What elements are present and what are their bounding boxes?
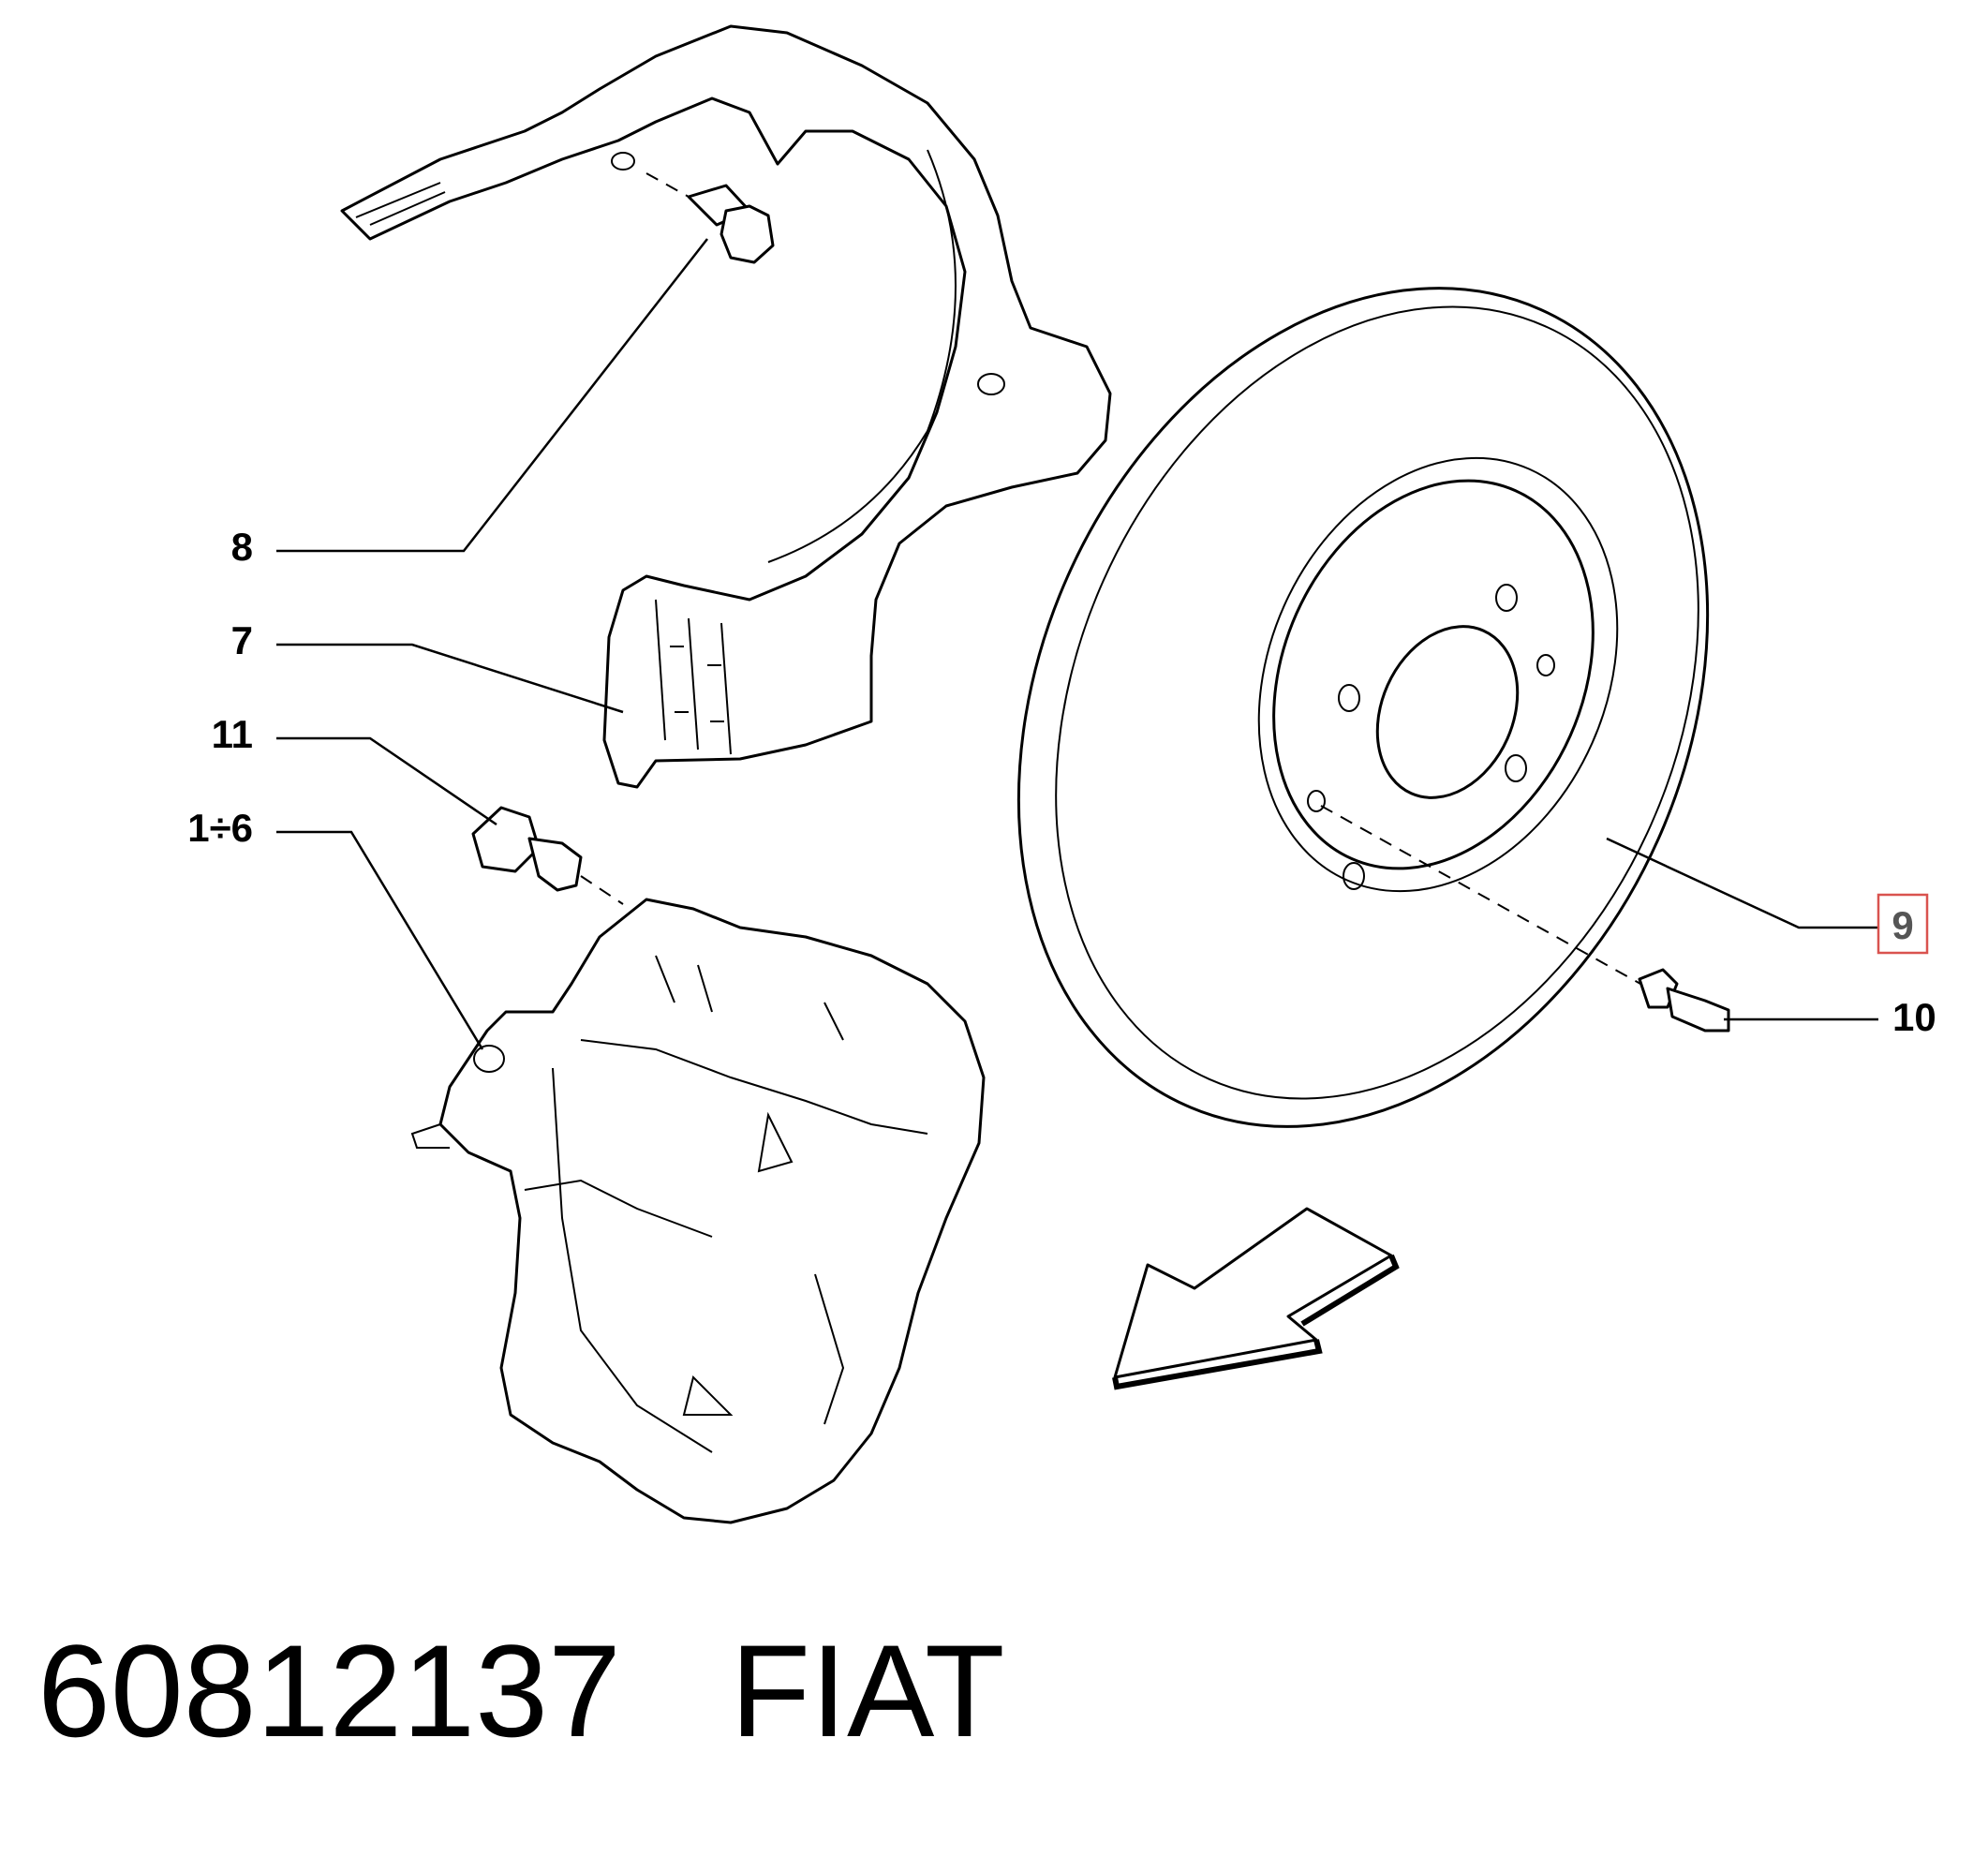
caption-spacer — [621, 1617, 731, 1764]
callout-labels: 8 7 11 1÷6 9 10 — [187, 525, 1936, 1039]
callout-9-highlight-box — [1877, 893, 1929, 955]
leader-8 — [276, 238, 708, 553]
callout-1-6: 1÷6 — [187, 806, 253, 850]
leader-9 — [1606, 837, 1878, 929]
leader-1-6 — [276, 830, 484, 1050]
wheel-stud — [1638, 968, 1730, 1032]
callout-9: 9 — [1892, 903, 1913, 947]
brand-name: FIAT — [730, 1617, 1005, 1764]
leader-7 — [276, 643, 624, 714]
callout-7: 7 — [231, 618, 253, 662]
mounting-bolt — [645, 172, 775, 264]
direction-arrow-icon — [1112, 1207, 1400, 1390]
callout-8: 8 — [231, 525, 253, 569]
brake-caliper — [410, 898, 986, 1524]
leader-11 — [276, 736, 497, 826]
part-number: 60812137 — [37, 1617, 621, 1764]
bleed-screw — [471, 806, 624, 905]
dust-shield — [340, 24, 1112, 789]
brake-disc — [1016, 287, 1710, 1128]
callout-10: 10 — [1892, 995, 1936, 1039]
leader-lines — [276, 238, 1878, 1050]
part-number-caption: 60812137 FIAT — [37, 1626, 1005, 1757]
callout-11: 11 — [212, 712, 253, 756]
